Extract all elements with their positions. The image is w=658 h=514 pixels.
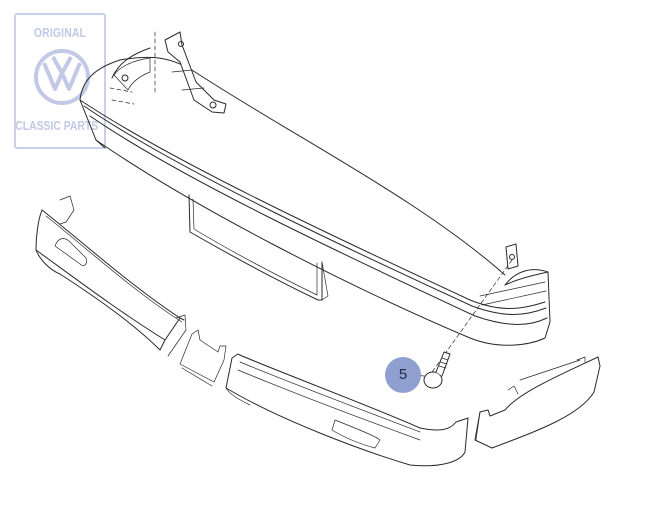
right-trim-strip [474,356,601,449]
callout-5[interactable]: 5 [385,357,421,393]
vw-logo-icon [34,49,90,105]
original-classic-parts-watermark: ORIGINAL CLASSIC PARTS [14,13,106,149]
bumper-cover [79,31,551,346]
bolt [403,351,451,389]
center-trim-strip [225,353,469,467]
clip-nut [431,243,519,373]
center-bracket [179,329,227,387]
watermark-bottom-text: CLASSIC PARTS [15,118,99,133]
watermark-top-text: ORIGINAL [33,25,87,40]
left-trim-strip [35,195,187,357]
